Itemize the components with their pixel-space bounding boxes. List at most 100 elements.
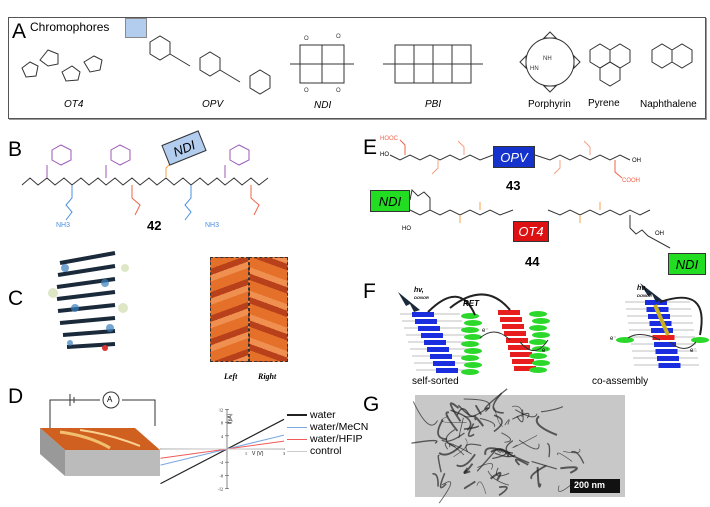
acceptor-block xyxy=(504,331,526,336)
green-ellipse xyxy=(461,355,479,361)
chromophore-label-ot4: OT4 xyxy=(64,99,84,110)
svg-text:O: O xyxy=(336,88,341,94)
panel-label-d: D xyxy=(8,385,24,408)
acceptor-block xyxy=(500,317,522,322)
fiber xyxy=(487,470,510,486)
fiber xyxy=(463,480,476,490)
opv-tag: OPV xyxy=(493,146,535,168)
ho-label-43: HO xyxy=(380,152,389,158)
fiber xyxy=(444,442,472,455)
svg-text:NH: NH xyxy=(543,56,552,62)
fiber xyxy=(477,463,494,470)
green-ellipse xyxy=(529,339,547,345)
lightning-icon xyxy=(640,283,662,302)
fiber xyxy=(492,448,507,460)
chromophore-label-naphthalene: Naphthalene xyxy=(640,99,697,110)
chromophore-label-ndi: NDI xyxy=(314,100,332,111)
donor-block xyxy=(415,319,437,324)
nh3-label-1: NH3 xyxy=(56,222,71,229)
energy-transfer-schematic: e⁻e⁻e⁻e⁻ xyxy=(398,283,709,375)
donor-block xyxy=(421,333,443,338)
fiber xyxy=(465,443,482,452)
donor-block xyxy=(424,340,446,345)
chromophore-swatch xyxy=(125,18,147,38)
fiber xyxy=(493,414,503,433)
panel-label-c: C xyxy=(8,287,24,310)
fiber xyxy=(463,469,471,474)
legend-item-water-mecn: water/MeCN xyxy=(287,421,368,433)
fiber xyxy=(453,438,468,457)
afm-image-left xyxy=(210,257,249,362)
legend: water water/MeCN water/HFIP control xyxy=(287,409,368,457)
afm-label-right: Right xyxy=(258,372,277,381)
svg-text:O: O xyxy=(304,88,309,94)
x-tick-label: 3 xyxy=(283,451,285,456)
fiber xyxy=(514,458,529,466)
peptide-42-structure xyxy=(21,144,269,221)
chromophore-label-porphyrin: Porphyrin xyxy=(528,99,571,110)
fiber xyxy=(438,444,463,456)
y-tick-label: -12 xyxy=(218,487,223,492)
ndi-tag-e-2: NDI xyxy=(668,253,706,275)
ret-arrow xyxy=(427,295,476,316)
svg-text:O: O xyxy=(304,36,309,42)
fiber xyxy=(463,425,480,430)
fiber xyxy=(512,435,538,448)
transfer-bar xyxy=(653,304,670,336)
ndi-tag-e-1: NDI xyxy=(370,190,410,212)
fiber xyxy=(535,415,558,436)
ret-label: RET xyxy=(463,299,479,308)
transfer-arrow xyxy=(659,296,703,336)
green-ellipse xyxy=(464,362,482,368)
electron-label: e⁻ xyxy=(690,348,697,354)
xlabel: V (V) xyxy=(252,451,264,457)
fiber xyxy=(412,401,438,426)
green-ellipse xyxy=(461,313,479,319)
fiber xyxy=(456,453,476,468)
legend-item-water: water xyxy=(287,409,368,421)
fiber xyxy=(479,418,496,428)
fiber xyxy=(546,442,551,458)
y-tick-label: 4 xyxy=(221,434,223,439)
fiber xyxy=(505,440,515,458)
green-ellipse xyxy=(532,360,550,366)
fiber xyxy=(492,392,504,414)
green-ellipse xyxy=(532,332,550,338)
donor-block xyxy=(430,354,452,359)
co-block xyxy=(658,363,681,368)
y-tick-label: 8 xyxy=(221,421,223,426)
scale-bar xyxy=(570,479,620,493)
co-block xyxy=(651,328,673,333)
fiber xyxy=(441,432,465,442)
acceptor-block xyxy=(508,345,530,350)
fiber xyxy=(531,460,557,470)
scale-bar-label: 200 nm xyxy=(574,480,606,490)
green-ellipse xyxy=(461,327,479,333)
chromophore-label-pyrene: Pyrene xyxy=(588,98,620,109)
donor-block xyxy=(436,368,458,373)
acceptor-block xyxy=(514,366,536,371)
electron-arrow xyxy=(669,341,697,349)
acceptor-block xyxy=(510,352,532,357)
afm-label-left: Left xyxy=(224,372,238,381)
fiber xyxy=(458,417,464,439)
fiber xyxy=(557,452,573,462)
y-tick-label: -8 xyxy=(220,473,223,478)
electron-arrow xyxy=(627,334,661,341)
oh-label-43: OH xyxy=(632,158,641,164)
fiber xyxy=(437,454,442,473)
hv-donor-label-2: hv,DONOR xyxy=(637,285,652,298)
self-sorted-label: self-sorted xyxy=(412,376,459,387)
fiber xyxy=(484,388,508,410)
helical-fiber-model xyxy=(48,251,129,351)
fiber xyxy=(476,481,487,495)
green-ellipse xyxy=(532,318,550,324)
co-block xyxy=(649,321,672,326)
fiber xyxy=(456,408,470,416)
panel-label-b: B xyxy=(8,138,23,161)
fiber xyxy=(494,452,516,458)
panel-label-a: A xyxy=(12,20,27,43)
co-block xyxy=(657,356,679,361)
green-ellipse xyxy=(464,348,482,354)
